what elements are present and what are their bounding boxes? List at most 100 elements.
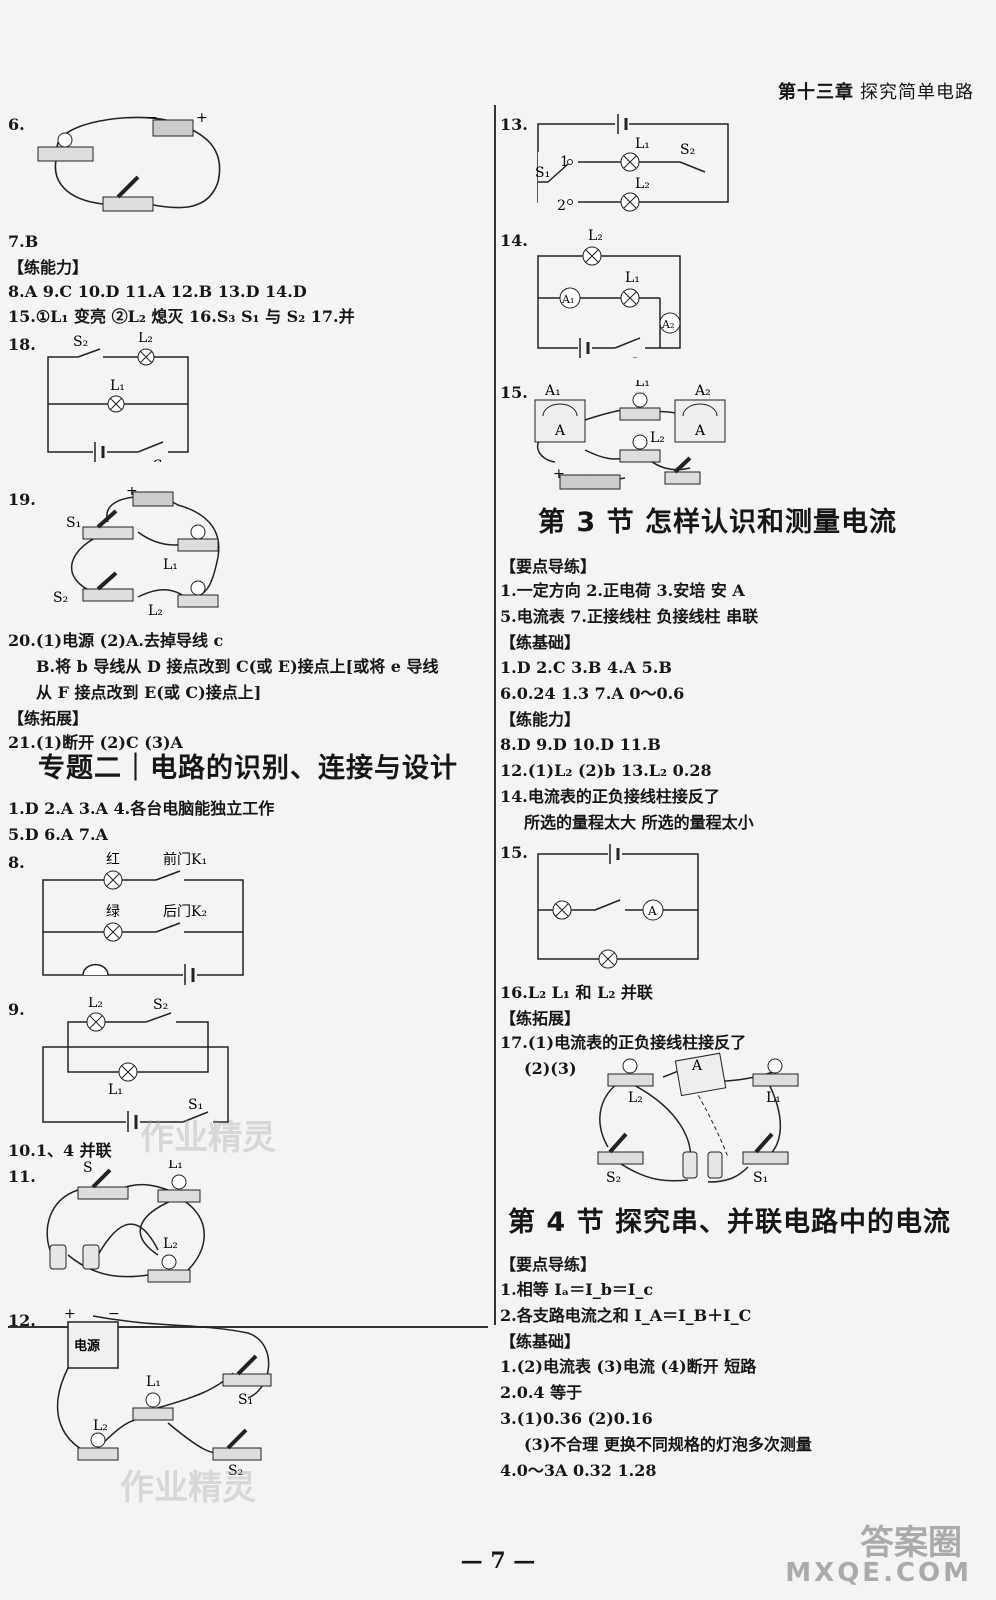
q8-circuit-diagram: 红 前门K₁ 绿 后门K₂: [42, 851, 244, 985]
answer-20-line1: 20.(1)电源 (2)A.去掉导线 c: [8, 631, 224, 650]
q15b-ammeter: A: [647, 904, 657, 918]
section-nengli-right: 【练能力】: [500, 710, 581, 729]
section-jichu-2: 【练基础】: [500, 1332, 581, 1351]
section-4-title: 第 4 节 探究串、并联电路中的电流: [508, 1207, 951, 1238]
q15b-label: 15.: [500, 843, 528, 862]
q12-l1: L₁: [146, 1374, 161, 1390]
q14-s: S: [630, 356, 640, 358]
s-basic-3-b: (3)不合理 更换不同规格的灯泡多次测量: [524, 1435, 812, 1454]
s-basic-2: 2.0.4 等于: [500, 1383, 583, 1402]
section-yaodian-2: 【要点导练】: [500, 1255, 597, 1274]
q19-label: 19.: [8, 490, 36, 509]
r-answers-1-3: 1.一定方向 2.正电荷 3.安培 安 A: [500, 581, 745, 600]
s-basic-1: 1.(2)电流表 (3)电流 (4)断开 短路: [500, 1357, 757, 1376]
r-answer-14-b: 所选的量程太大 所选的量程太小: [524, 813, 754, 832]
answer-20-line3: 从 F 接点改到 E(或 C)接点上]: [36, 683, 262, 702]
q11-s: S: [83, 1160, 93, 1176]
watermark-answer-circle: 答案圈: [860, 1523, 962, 1563]
q13-circuit-diagram: 1 2 S₁ L₁ L₂ S₂: [535, 114, 729, 212]
r-answer-14-a: 14.电流表的正负接线柱接反了: [500, 787, 720, 806]
section-divider: [8, 1326, 488, 1328]
q17-l2: L₂: [628, 1090, 643, 1106]
section-tuozhan: 【练拓展】: [8, 709, 89, 728]
q14-label: 14.: [500, 231, 528, 250]
q18-s1: S₁: [153, 458, 168, 462]
answer-15-17: 15.①L₁ 变亮 ②L₂ 熄灭 16.S₃ S₁ 与 S₂ 17.并: [8, 307, 355, 326]
r-answer-17-a: 17.(1)电流表的正负接线柱接反了: [500, 1033, 747, 1052]
q14-circuit-diagram: L₂ A₁ L₁ A₂ S: [537, 228, 681, 358]
topic-2-title: 专题二｜电路的识别、连接与设计: [38, 753, 458, 784]
chapter-header: 第十三章探究简单电路: [778, 78, 974, 104]
q11-l2: L₂: [163, 1236, 178, 1252]
q17-s1: S₁: [753, 1170, 768, 1186]
watermark-2: 作业精灵: [120, 1468, 256, 1508]
section-yaodian: 【要点导练】: [500, 557, 597, 576]
q12-circuit-figure: 电源 + − L₁ S₁ L₂ S₂: [56, 1308, 272, 1478]
q12-s2: S₂: [228, 1463, 243, 1478]
r-ability-12-13: 12.(1)L₂ (2)b 13.L₂ 0.28: [500, 761, 712, 780]
q19-circuit-figure: + S₁ L₁ S₂ L₂: [53, 487, 220, 617]
page-number: — 7 —: [460, 1548, 536, 1574]
q15a-l2: L₂: [650, 430, 665, 446]
r-basic-1-5: 1.D 2.C 3.B 4.A 5.B: [500, 658, 672, 677]
r-answer-17-b: (2)(3): [524, 1059, 577, 1078]
q11-l1: L₁: [168, 1160, 183, 1172]
answer-21: 21.(1)断开 (2)C (3)A: [8, 733, 183, 752]
section-3-title: 第 3 节 怎样认识和测量电流: [538, 507, 897, 538]
q14-l2: L₂: [588, 228, 603, 244]
q9-l1: L₁: [108, 1082, 123, 1098]
q19-s1: S₁: [66, 515, 81, 531]
q17-l1: L₁: [766, 1090, 781, 1106]
q15a-a2-dial: A: [694, 423, 706, 439]
q15a-a1-dial: A: [554, 423, 566, 439]
q15a-a1: A₁: [544, 383, 561, 399]
watermark-site: MXQE.COM: [785, 1558, 972, 1588]
q11-label: 11.: [8, 1167, 36, 1186]
q19-l1: L₁: [163, 557, 178, 573]
q12-plus: +: [64, 1308, 76, 1322]
q13-n2: 2: [557, 198, 566, 212]
q7-answer: 7.B: [8, 232, 39, 251]
topic-answers-1-4: 1.D 2.A 3.A 4.各台电脑能独立工作: [8, 799, 275, 818]
q15a-label: 15.: [500, 383, 528, 402]
q12-l2: L₂: [93, 1418, 108, 1434]
q13-s2: S₂: [680, 142, 695, 158]
s-answer-1: 1.相等 Iₐ＝I_b＝I_c: [500, 1280, 654, 1299]
topic-answers-5-7: 5.D 6.A 7.A: [8, 825, 108, 844]
q6-label: 6.: [8, 115, 25, 134]
section-jichu: 【练基础】: [500, 633, 581, 652]
q18-l2: L₂: [138, 332, 153, 346]
answer-8-14: 8.A 9.C 10.D 11.A 12.B 13.D 14.D: [8, 282, 307, 301]
q13-l1: L₁: [635, 136, 650, 152]
q13-label: 13.: [500, 115, 528, 134]
q14-a1: A₁: [561, 293, 574, 306]
q8-front-door: 前门K₁: [163, 851, 207, 868]
column-divider: [494, 105, 496, 1325]
chapter-title: 探究简单电路: [860, 82, 974, 103]
q12-label: 12.: [8, 1311, 36, 1330]
s-basic-4: 4.0～3A 0.32 1.28: [500, 1461, 657, 1480]
q18-label: 18.: [8, 335, 36, 354]
r-answers-5-7: 5.电流表 7.正接线柱 负接线柱 串联: [500, 607, 759, 626]
q19-s2: S₂: [53, 590, 68, 606]
q15a-plus: +: [553, 466, 565, 482]
q19-plus: +: [126, 487, 138, 499]
q9-s2: S₂: [153, 997, 168, 1013]
q18-s2: S₂: [73, 334, 88, 350]
r-answer-16: 16.L₂ L₁ 和 L₂ 并联: [500, 983, 653, 1002]
chapter-number: 第十三章: [778, 82, 854, 103]
r-ability-8-11: 8.D 9.D 10.D 11.B: [500, 735, 661, 754]
q19-l2: L₂: [148, 603, 163, 617]
q18-l1: L₁: [110, 378, 125, 394]
section-nengli: 【练能力】: [8, 258, 89, 277]
s-basic-3-a: 3.(1)0.36 (2)0.16: [500, 1409, 653, 1428]
q17-circuit-figure: L₂ A L₁ S₂ S₁: [597, 1052, 799, 1186]
q14-l1: L₁: [625, 270, 640, 286]
q6-minus: −: [146, 112, 158, 126]
q15b-circuit-diagram: A: [537, 844, 699, 969]
r-basic-6-7: 6.0.24 1.3 7.A 0～0.6: [500, 684, 685, 703]
q15a-l1: L₁: [635, 380, 650, 390]
section-tuozhan-right: 【练拓展】: [500, 1009, 581, 1028]
s-answer-2: 2.各支路电流之和 I_A＝I_B＋I_C: [500, 1306, 752, 1325]
q17-s2: S₂: [606, 1170, 621, 1186]
